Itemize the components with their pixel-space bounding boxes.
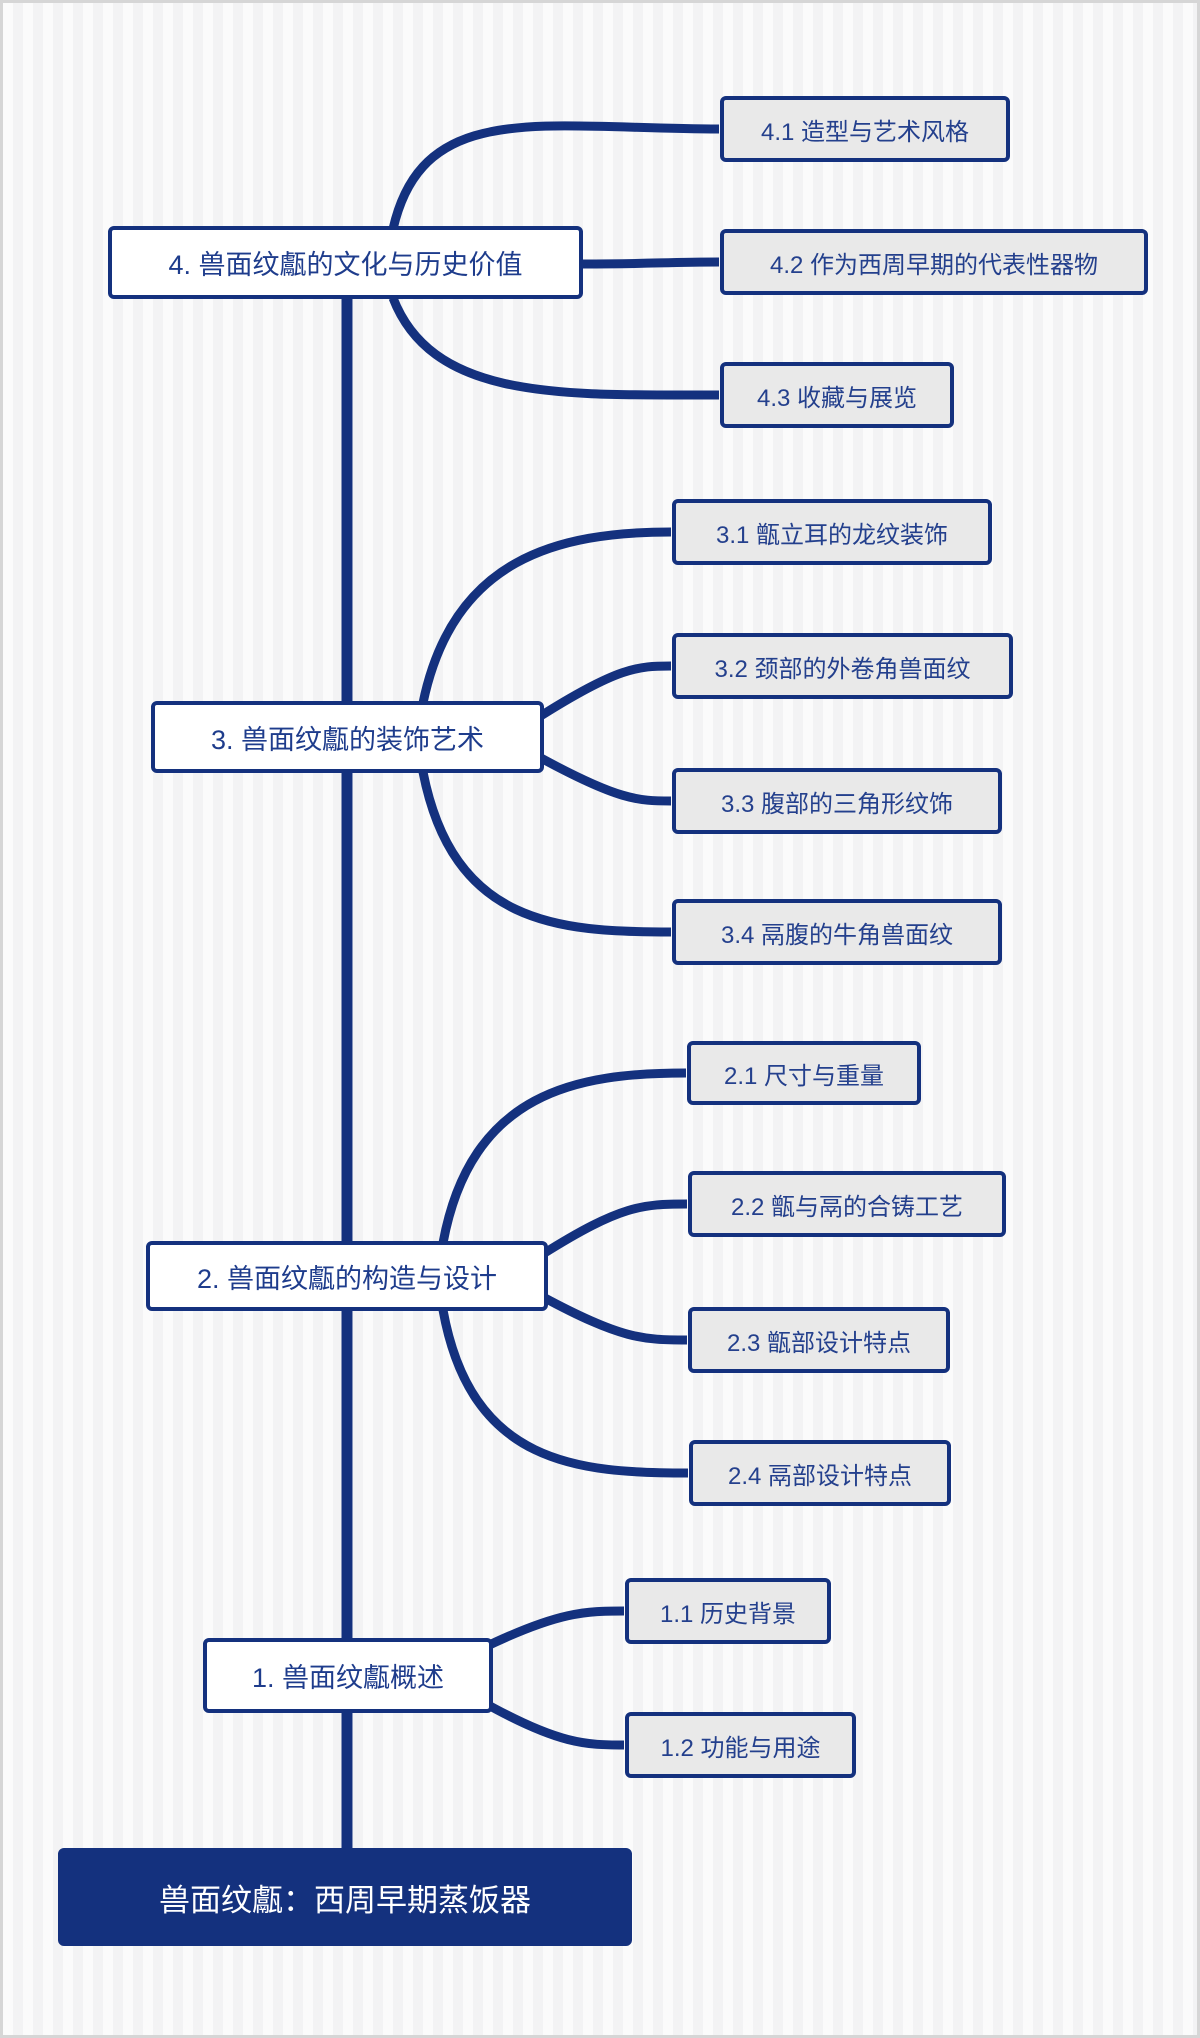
connector-4-to-4-3 [388,296,720,400]
connector-svg [341,121,720,1851]
connector-1-to-1-2 [478,1697,625,1750]
connector-2-to-2-1 [438,1068,687,1244]
connector-layer [3,3,1197,2035]
child-node-4-3[interactable]: 4.3 收藏与展览 [720,362,954,428]
connector-2-to-2-3 [540,1293,688,1345]
root-node[interactable]: 兽面纹甗：西周早期蒸饭器 [58,1848,632,1946]
child-node-3-4[interactable]: 3.4 鬲腹的牛角兽面纹 [672,899,1002,965]
branch-node-4[interactable]: 4. 兽面纹甗的文化与历史价值 [108,226,583,299]
child-node-3-1[interactable]: 3.1 甑立耳的龙纹装饰 [672,499,992,565]
child-node-2-4[interactable]: 2.4 鬲部设计特点 [689,1440,951,1506]
branch-node-2[interactable]: 2. 兽面纹甗的构造与设计 [146,1241,548,1311]
child-node-2-1[interactable]: 2.1 尺寸与重量 [687,1041,921,1105]
child-node-3-2[interactable]: 3.2 颈部的外卷角兽面纹 [672,633,1013,699]
child-node-2-3[interactable]: 2.3 甑部设计特点 [688,1307,950,1373]
child-node-2-2[interactable]: 2.2 甑与鬲的合铸工艺 [688,1171,1006,1237]
child-node-1-1[interactable]: 1.1 历史背景 [625,1578,831,1644]
child-node-3-3[interactable]: 3.3 腹部的三角形纹饰 [672,768,1002,834]
connector-3-to-3-4 [418,771,672,937]
connector-2-to-2-2 [540,1199,688,1258]
connector-3-to-3-2 [536,661,672,721]
child-node-1-2[interactable]: 1.2 功能与用途 [625,1712,856,1778]
child-node-4-1[interactable]: 4.1 造型与艺术风格 [720,96,1010,162]
connector-4-to-4-1 [388,121,720,231]
connector-2-to-2-4 [438,1309,689,1478]
connector-1-to-1-1 [479,1606,625,1654]
connector-3-to-3-3 [536,753,672,806]
branch-node-3[interactable]: 3. 兽面纹甗的装饰艺术 [151,701,544,773]
connector-4-to-4-2 [582,257,720,269]
connector-3-to-3-1 [418,527,672,704]
child-node-4-2[interactable]: 4.2 作为西周早期的代表性器物 [720,229,1148,295]
branch-node-1[interactable]: 1. 兽面纹甗概述 [203,1638,493,1713]
